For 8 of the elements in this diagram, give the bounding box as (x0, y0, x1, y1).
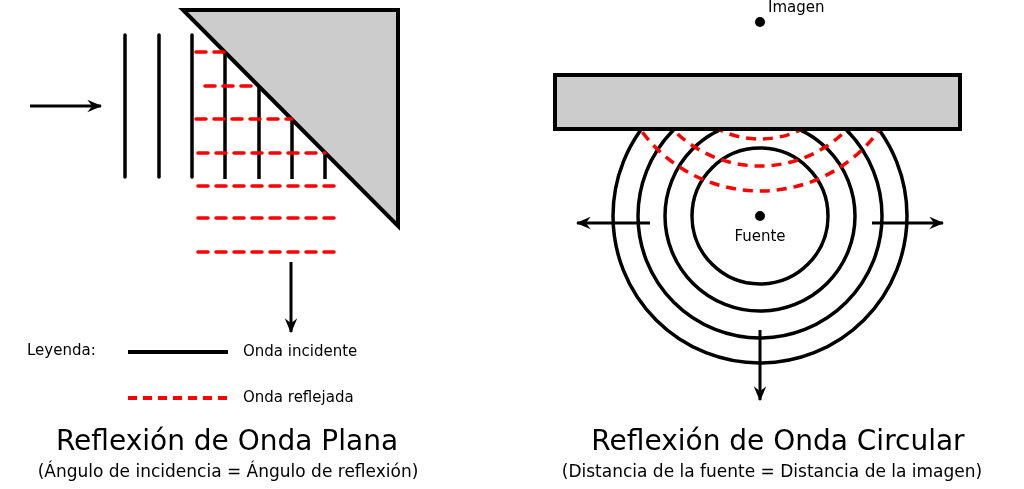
legend-label: Onda incidente (243, 344, 358, 359)
point-label: Fuente (734, 229, 786, 244)
point-label: Imagen (768, 0, 825, 15)
panel-heading: Reflexión de Onda Circular (591, 427, 965, 455)
diagram-subtitle: (Distancia de la fuente = Distancia de la imagen) (561, 463, 983, 480)
panel-heading: Reflexión de Onda Plana (55, 427, 399, 455)
legend-label: Onda reflejada (243, 390, 354, 405)
legend-heading: Leyenda: (27, 343, 96, 358)
